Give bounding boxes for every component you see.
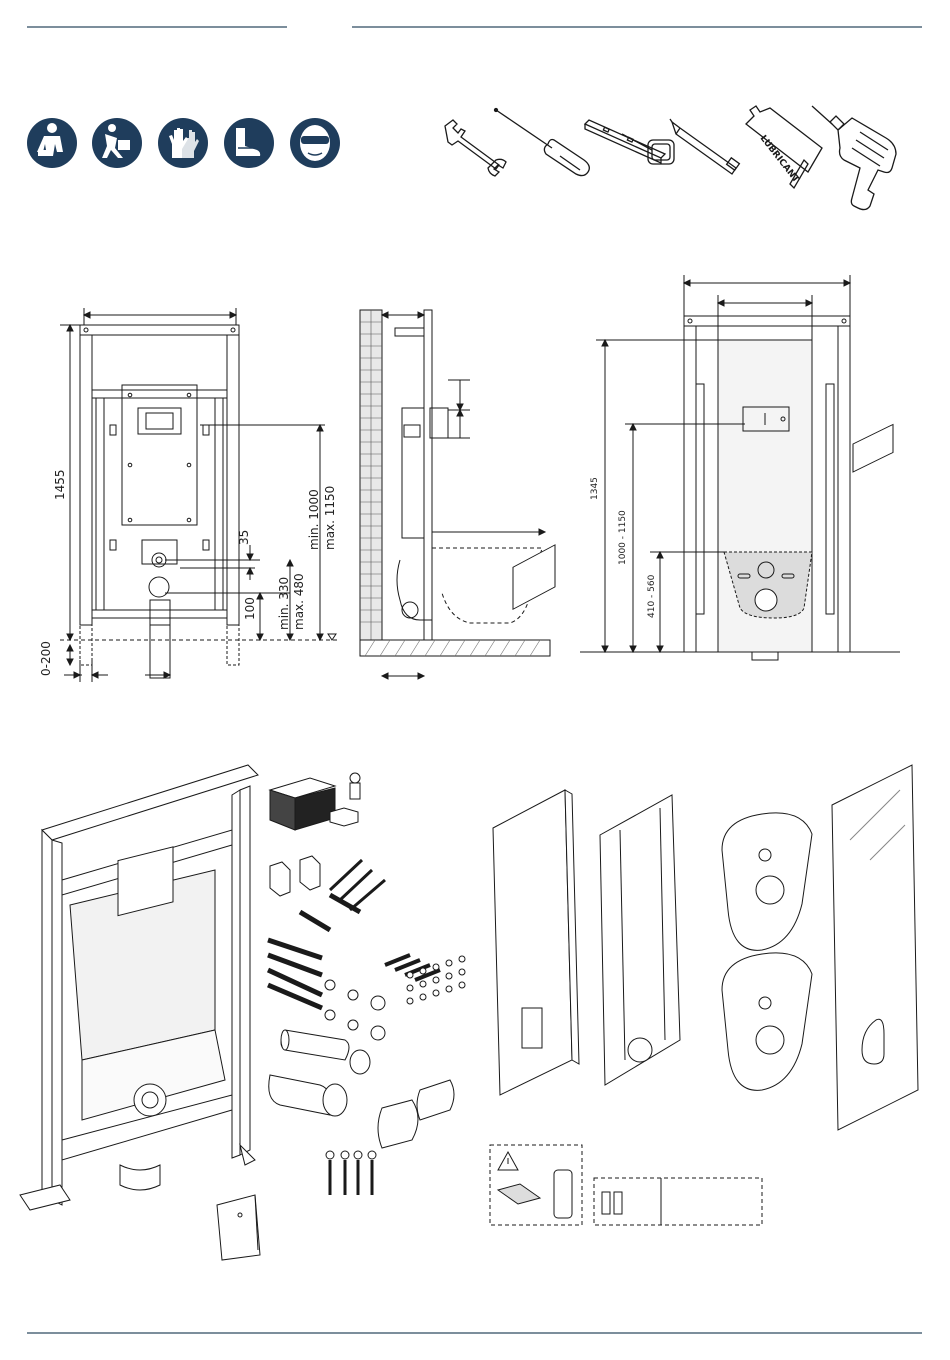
pencil-icon [670, 119, 739, 174]
battery-icon [602, 1192, 610, 1214]
valve-part [350, 773, 360, 799]
lifting-warning-icon [92, 118, 142, 168]
warning-battery-box [490, 1145, 582, 1225]
batteries-box [594, 1178, 762, 1225]
bracket-panel [600, 795, 680, 1085]
height-0-200-label: 0-200 [39, 641, 53, 676]
side-view-diagram [360, 310, 550, 679]
brackets-part [270, 856, 320, 896]
drain-pipe-part [281, 1030, 349, 1060]
panel-view-labels: 1345 1000 - 1150 410 - 560 [590, 477, 657, 618]
height-1000-1150-label: 1000 - 1150 [618, 510, 628, 565]
threaded-rods-part [268, 940, 322, 1008]
connectors-part [378, 1080, 454, 1148]
wrench-icon [445, 120, 506, 176]
seal-plate-upper [722, 813, 812, 950]
frame-assembly-isometric [20, 765, 258, 1210]
battery-icon [614, 1192, 622, 1214]
lubricant-tube-icon: LUBRICANT [746, 106, 822, 188]
tools: LUBRICANT [445, 106, 896, 210]
remote-icon [554, 1170, 572, 1218]
pipe-bend-part [269, 1075, 347, 1116]
panel-view-diagram [580, 275, 900, 660]
height-1345-label: 1345 [590, 477, 600, 500]
right-leg [227, 335, 239, 625]
front-view-labels: 1455 0-200 min. 1000 max. 1150 35 100 mi… [39, 469, 337, 676]
height-410-560-label: 410 - 560 [647, 574, 657, 618]
min-330-label: min. 330 [277, 577, 291, 630]
washers-nuts-part [325, 980, 385, 1040]
safety-icons [27, 118, 340, 168]
seal-plate-lower [722, 953, 812, 1090]
flush-box-part [270, 778, 335, 830]
cistern-panel [122, 385, 197, 525]
top-rail [80, 325, 239, 335]
gloves-icon [158, 118, 208, 168]
back-panel [493, 545, 579, 1095]
anchor-bolts-part [326, 1151, 376, 1195]
installer-worker-icon [27, 118, 77, 168]
screwdriver-icon [495, 109, 590, 176]
height-1455-label: 1455 [53, 469, 67, 500]
spirit-level-icon [585, 120, 665, 163]
min-1000-label: min. 1000 [307, 489, 321, 550]
dim-35-label: 35 [237, 530, 251, 545]
dim-100-label: 100 [243, 597, 257, 620]
max-480-label: max. 480 [292, 573, 306, 630]
manual-booklet [217, 1195, 260, 1260]
max-1150-label: max. 1150 [323, 486, 337, 550]
seal-ring-part [350, 1050, 370, 1074]
safety-glasses-icon [290, 118, 340, 168]
drill-icon [812, 106, 896, 210]
left-leg [80, 335, 92, 625]
lubricant-label: LUBRICANT [758, 134, 802, 186]
parts-kit [268, 773, 465, 1195]
safety-boots-icon [224, 118, 274, 168]
cover-panels [493, 424, 918, 1130]
glass-cover-panel [832, 424, 918, 1130]
foam-block-part [330, 808, 358, 826]
charger-icon [498, 1184, 540, 1204]
